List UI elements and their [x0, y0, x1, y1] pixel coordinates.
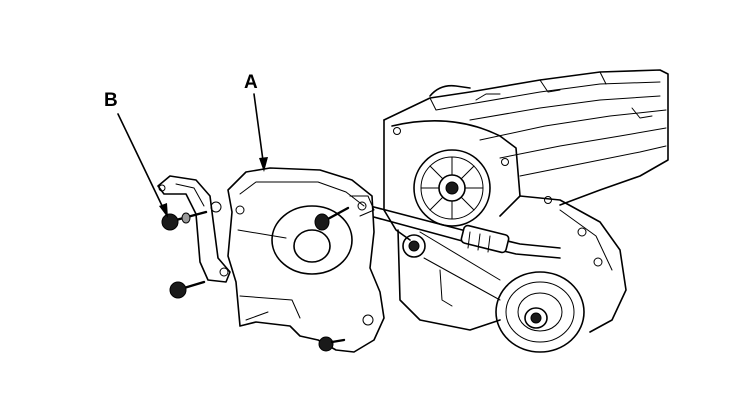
idler-pulley — [402, 234, 426, 258]
callout-a-arrowhead — [259, 157, 268, 172]
callout-a: A — [244, 72, 268, 172]
cover-bolt-top — [314, 206, 350, 231]
callout-a-leader — [253, 93, 265, 169]
crankshaft-pulley — [495, 271, 585, 353]
bolt-b — [161, 210, 208, 231]
timing-cover — [227, 167, 385, 353]
callout-a-label: A — [244, 72, 258, 93]
callout-b: B — [104, 90, 168, 218]
callout-b-label: B — [104, 90, 118, 111]
callout-b-leader — [117, 113, 167, 215]
cover-bolt-bottom — [318, 336, 346, 352]
cover-bracket — [157, 175, 231, 283]
cam-sprocket — [413, 149, 491, 227]
engine-block — [369, 69, 669, 353]
bracket-bolt-lower — [169, 280, 206, 299]
callout-b-arrowhead — [159, 203, 168, 218]
